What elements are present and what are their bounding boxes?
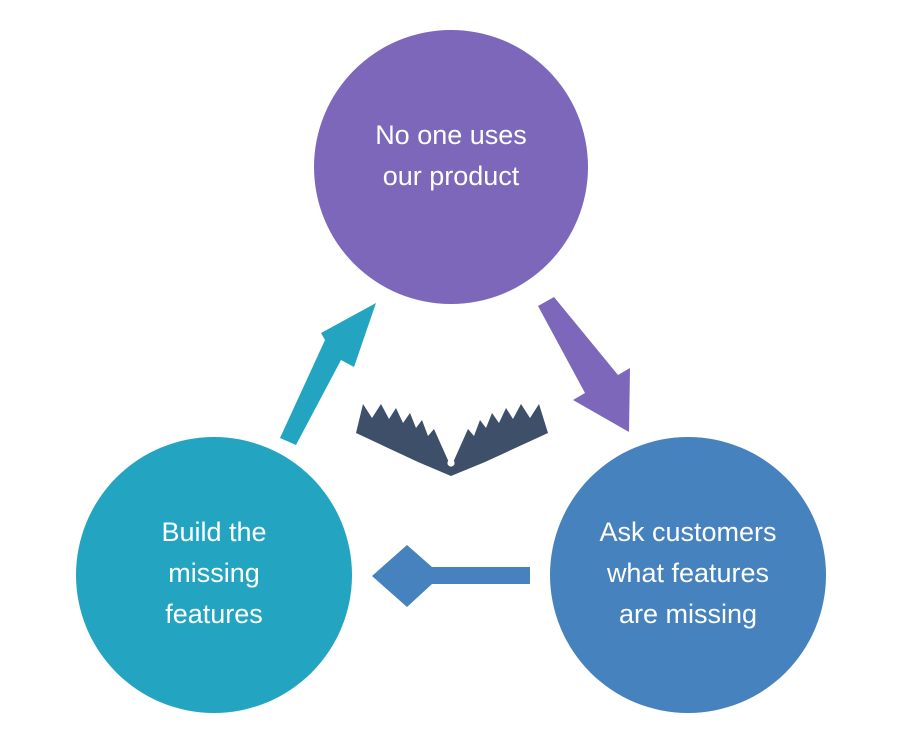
node-no-one-uses-product: No one uses our product <box>314 30 588 304</box>
arrow-left-to-top <box>280 303 376 445</box>
node-build-missing-features: Build the missing features <box>76 437 352 713</box>
bear-trap-icon <box>356 404 548 476</box>
arrow-top-to-right <box>538 297 630 432</box>
node-ask-customers: Ask customers what features are missing <box>550 437 826 713</box>
node-label-top: No one uses our product <box>375 120 527 191</box>
arrow-right-to-left <box>372 545 530 607</box>
node-label-left: Build the missing features <box>161 516 267 629</box>
node-label-right: Ask customers what features are missing <box>599 516 777 629</box>
